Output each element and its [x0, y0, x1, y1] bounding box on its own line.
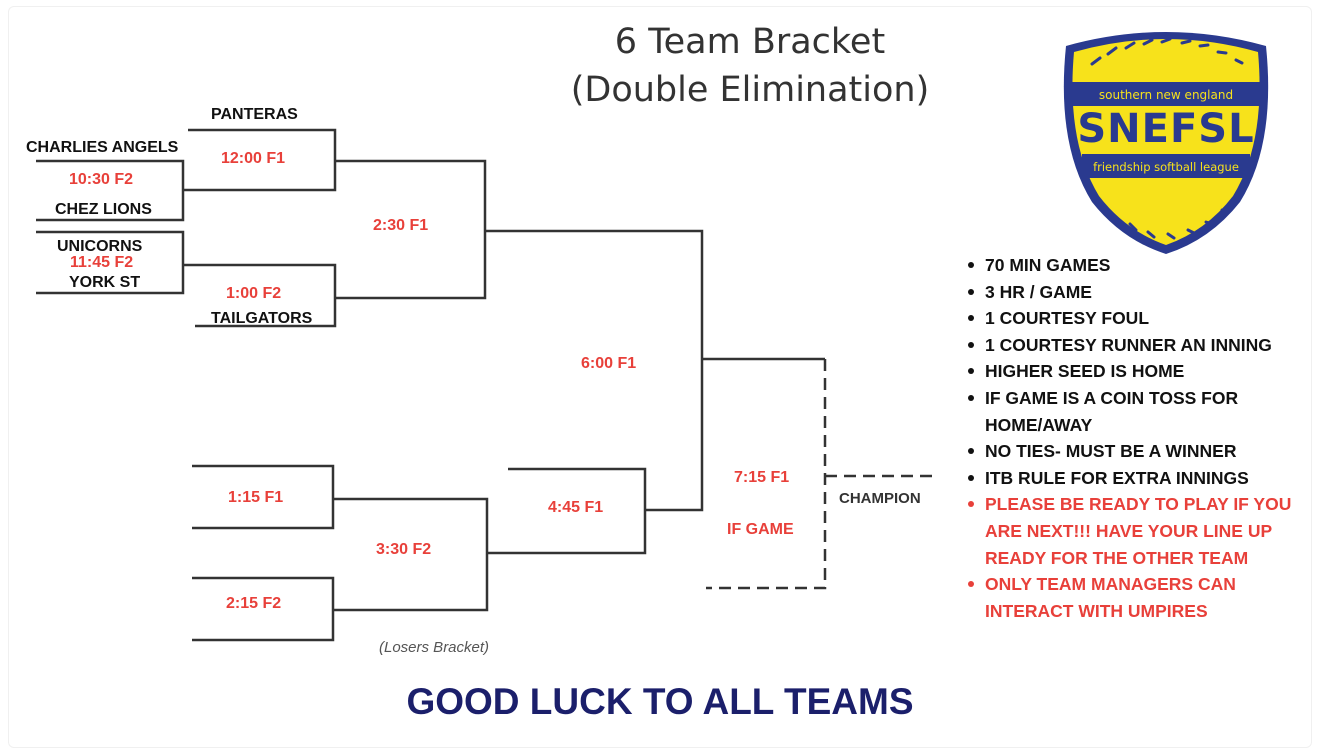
logo-stitches [1090, 37, 1244, 240]
footer-good-luck: GOOD LUCK TO ALL TEAMS [406, 681, 914, 722]
bracket-line-100 [183, 263, 337, 328]
logo-name: SNEFSL [1077, 106, 1254, 152]
game-1200: 12:00 F1 [221, 150, 286, 167]
title-line-1: 6 Team Bracket [614, 22, 886, 62]
bracket-line-445 [487, 467, 647, 555]
team-tailgators: TAILGATORS [211, 310, 313, 327]
rule-item: 70 MIN GAMES [966, 252, 1311, 279]
rule-item: PLEASE BE READY TO PLAY IF YOU ARE NEXT!… [966, 491, 1311, 571]
game-115: 1:15 F1 [228, 489, 284, 506]
rule-item: 1 COURTESY FOUL [966, 305, 1311, 332]
team-unicorns: UNICORNS [57, 238, 143, 255]
rule-item: IF GAME IS A COIN TOSS FOR HOME/AWAY [966, 385, 1311, 438]
rule-item: 3 HR / GAME [966, 279, 1311, 306]
logo-bottom-text: friendship softball league [1093, 160, 1239, 174]
team-panteras: PANTERAS [211, 106, 298, 123]
rule-item: NO TIES- MUST BE A WINNER [966, 438, 1311, 465]
title-line-2: (Double Elimination) [570, 70, 930, 110]
logo-bottom-band [1082, 154, 1250, 178]
logo-top-text: southern new england [1099, 88, 1233, 102]
logo-top-band [1072, 82, 1260, 106]
game-715: 7:15 F1 [734, 469, 790, 486]
game-1030: 10:30 F2 [69, 171, 134, 188]
rule-item: ONLY TEAM MANAGERS CAN INTERACT WITH UMP… [966, 571, 1311, 624]
champion-label: CHAMPION [839, 490, 921, 507]
losers-bracket-label: (Losers Bracket) [379, 639, 490, 656]
game-445: 4:45 F1 [548, 499, 604, 516]
team-charlies-angels: CHARLIES ANGELS [26, 139, 179, 156]
rule-item: ITB RULE FOR EXTRA INNINGS [966, 465, 1311, 492]
game-330: 3:30 F2 [376, 541, 432, 558]
bracket-line-1145 [36, 230, 185, 295]
bracket-line-330 [333, 497, 489, 612]
team-york-st: YORK ST [69, 274, 141, 291]
game-600: 6:00 F1 [581, 355, 637, 372]
bracket-line-600 [485, 229, 704, 512]
game-230: 2:30 F1 [373, 217, 429, 234]
page-frame [8, 6, 1312, 748]
game-100: 1:00 F2 [226, 285, 282, 302]
bracket-line-115 [192, 464, 335, 530]
game-215: 2:15 F2 [226, 595, 282, 612]
snefsl-logo: southern new england SNEFSL friendship s… [1063, 32, 1269, 254]
rule-item: HIGHER SEED IS HOME [966, 358, 1311, 385]
rule-item: 1 COURTESY RUNNER AN INNING [966, 332, 1311, 359]
if-game-label: IF GAME [727, 521, 794, 538]
bracket-line-230 [335, 159, 487, 300]
game-1145: 11:45 F2 [70, 254, 134, 271]
bracket-line-if-game [706, 359, 827, 590]
team-chez-lions: CHEZ LIONS [55, 201, 152, 218]
